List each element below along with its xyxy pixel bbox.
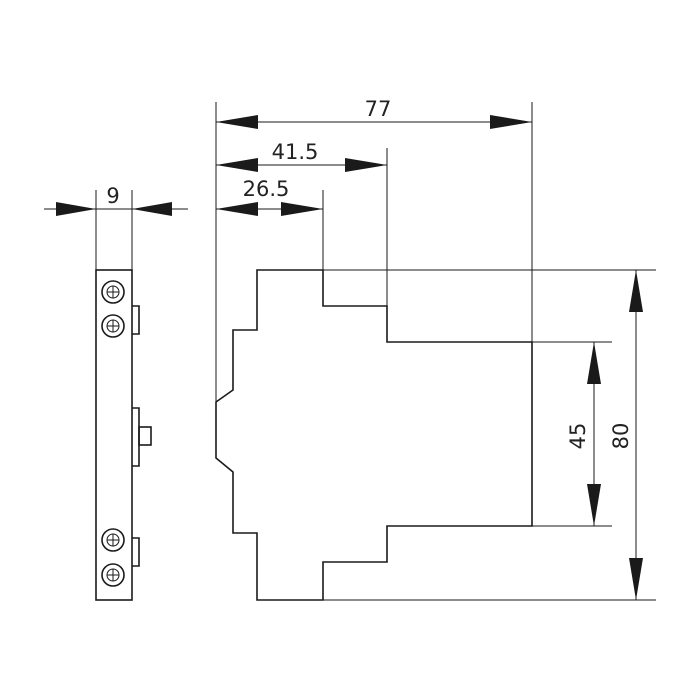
dimension-overall-height: 80 [609, 270, 643, 600]
terminal-screw-icon [101, 563, 125, 587]
side-view [95, 269, 152, 601]
side-view-body [95, 269, 133, 601]
dimension-label-inner-height: 45 [566, 423, 590, 450]
dimension-label-inner-width: 26.5 [243, 177, 290, 201]
side-view-bottom-tab [132, 537, 140, 567]
dimension-inner-height: 45 [566, 342, 601, 526]
side-view-latch [132, 407, 140, 467]
dimension-mid-width: 41.5 [216, 140, 387, 172]
terminal-screw-icon [101, 280, 125, 304]
side-view-top-tab [132, 305, 140, 335]
side-view-button [138, 426, 152, 446]
dimension-label-overall-height: 80 [609, 423, 633, 450]
terminal-screw-icon [101, 314, 125, 338]
profile-outline [215, 269, 533, 601]
terminal-screw-icon [101, 528, 125, 552]
dimension-inner-width: 26.5 [216, 177, 323, 216]
dimension-overall-width: 77 [216, 97, 532, 129]
dimension-label-side-width: 9 [106, 184, 119, 208]
dimension-label-mid-width: 41.5 [272, 140, 319, 164]
dimension-side-width: 9 [44, 184, 188, 270]
dimension-label-overall-width: 77 [365, 97, 392, 121]
